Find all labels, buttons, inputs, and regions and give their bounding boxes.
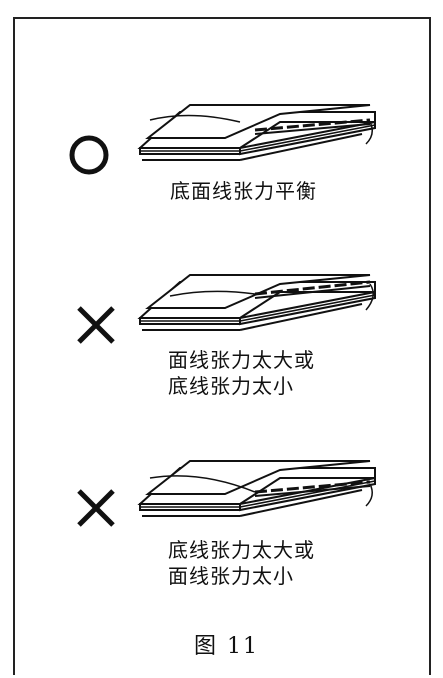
fabric-stitch-illustration-bottom-tight <box>137 460 376 517</box>
panel-1-caption: 底面线张力平衡 <box>170 178 317 204</box>
panel-1-caption-line-1: 底面线张力平衡 <box>170 179 317 203</box>
figure-title: 图 11 <box>194 634 259 659</box>
wrong-cross-icon <box>77 306 115 344</box>
panel-2-caption-line-1: 面线张力太大或 <box>168 348 315 372</box>
panel-2-caption: 面线张力太大或 底线张力太小 <box>168 347 315 399</box>
wrong-cross-icon <box>77 489 115 527</box>
panel-2-caption-line-2: 底线张力太小 <box>168 374 294 398</box>
figure-frame <box>13 17 431 675</box>
correct-circle-icon <box>69 135 109 175</box>
fabric-stitch-illustration-balanced <box>137 104 376 161</box>
panel-3-caption-line-1: 底线张力太大或 <box>168 538 315 562</box>
panel-3-caption: 底线张力太大或 面线张力太小 <box>168 537 315 589</box>
fabric-stitch-illustration-top-tight <box>137 274 376 331</box>
panel-3-caption-line-2: 面线张力太小 <box>168 564 294 588</box>
